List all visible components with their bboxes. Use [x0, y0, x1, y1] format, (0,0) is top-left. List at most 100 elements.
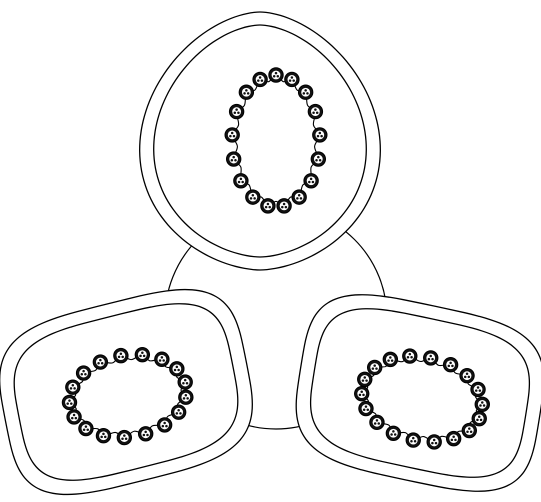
vascular-bundle: [226, 152, 240, 166]
xylem-vessel: [317, 135, 320, 138]
xylem-vessel: [186, 397, 189, 400]
vascular-bundle: [292, 190, 306, 204]
xylem-vessel: [466, 373, 469, 376]
vascular-bundle: [261, 199, 275, 213]
vascular-bundle: [475, 397, 489, 411]
xylem-vessel: [73, 414, 76, 417]
xylem-vessel: [433, 439, 436, 442]
xylem-vessel: [141, 351, 144, 354]
vascular-bundle: [424, 351, 438, 365]
xylem-vessel: [183, 397, 186, 400]
xylem-vessel: [186, 382, 189, 385]
vascular-bundle: [155, 352, 169, 366]
xylem-vessel: [123, 434, 126, 437]
xylem-vessel: [146, 434, 149, 437]
xylem-vessel: [394, 433, 397, 436]
xylem-vessel: [268, 206, 271, 209]
xylem-vessel: [391, 359, 394, 362]
vascular-bundle: [62, 395, 76, 409]
xylem-vessel: [468, 427, 471, 430]
xylem-vessel: [174, 369, 177, 372]
xylem-vessel: [82, 370, 85, 373]
xylem-vessel: [234, 159, 237, 162]
xylem-vessel: [479, 389, 482, 392]
xylem-vessel: [121, 356, 124, 359]
xylem-vessel: [233, 135, 236, 138]
vascular-bundle: [178, 375, 192, 389]
vascular-bundle: [311, 152, 325, 166]
vascular-bundle: [277, 199, 291, 213]
xylem-vessel: [139, 355, 142, 358]
xylem-vessel: [470, 430, 473, 433]
xylem-vessel: [102, 433, 105, 436]
xylem-vessel: [85, 425, 88, 428]
xylem-vessel: [273, 75, 276, 78]
xylem-vessel: [320, 135, 323, 138]
vascular-bundle: [114, 348, 128, 362]
xylem-vessel: [281, 206, 284, 209]
lobe-bottom-left: [0, 290, 252, 495]
xylem-vessel: [75, 417, 78, 420]
xylem-vessel: [375, 367, 378, 370]
vascular-bundle: [138, 427, 152, 441]
vascular-bundle: [225, 128, 239, 142]
xylem-vessel: [240, 178, 243, 181]
xylem-vessel: [376, 419, 379, 422]
xylem-vessel: [389, 356, 392, 359]
xylem-vessel: [480, 419, 483, 422]
vascular-bundle: [171, 405, 185, 419]
xylem-vessel: [365, 379, 368, 382]
vascular-bundle: [446, 431, 460, 445]
xylem-vessel: [378, 422, 381, 425]
xylem-vessel: [99, 359, 102, 362]
xylem-vessel: [409, 353, 412, 356]
xylem-vessel: [359, 394, 362, 397]
vascular-bundle: [304, 174, 318, 188]
xylem-vessel: [232, 156, 235, 159]
vascular-bundle: [67, 410, 81, 424]
vascular-bundle: [386, 426, 400, 440]
xylem-vessel: [483, 404, 486, 407]
vascular-bundle: [253, 72, 267, 86]
xylem-vessel: [360, 390, 363, 393]
xylem-vessel: [410, 440, 413, 443]
vascular-bundle: [246, 190, 260, 204]
xylem-vessel: [291, 76, 294, 79]
xylem-vessel: [363, 409, 366, 412]
xylem-vessel: [289, 79, 292, 82]
xylem-vessel: [253, 197, 256, 200]
xylem-vessel: [237, 112, 240, 115]
xylem-vessel: [390, 433, 393, 436]
xylem-vessel: [283, 203, 286, 206]
xylem-vessel: [229, 135, 232, 138]
xylem-vessel: [477, 386, 480, 389]
xylem-vessel: [449, 362, 452, 365]
xylem-vessel: [468, 376, 471, 379]
xylem-vessel: [315, 159, 318, 162]
xylem-vessel: [177, 409, 180, 412]
xylem-vessel: [373, 364, 376, 367]
xylem-vessel: [73, 387, 76, 390]
xylem-vessel: [83, 428, 86, 431]
xylem-vessel: [317, 156, 320, 159]
xylem-vessel: [435, 442, 438, 445]
xylem-vessel: [231, 159, 234, 162]
vascular-bundle: [443, 358, 457, 372]
vascular-bundle: [462, 423, 476, 437]
vascular-bundle: [313, 128, 327, 142]
xylem-vessel: [365, 405, 368, 408]
vascular-bundle: [460, 368, 474, 382]
xylem-vessel: [86, 428, 89, 431]
xylem-vessel: [392, 430, 395, 433]
xylem-vessel: [308, 181, 311, 184]
xylem-vessel: [451, 365, 454, 368]
xylem-vessel: [243, 92, 246, 95]
xylem-vessel: [257, 79, 260, 82]
vascular-bundle: [383, 352, 397, 366]
xylem-vessel: [165, 425, 168, 428]
vascular-bundle: [135, 347, 149, 361]
xylem-vessel: [144, 431, 147, 434]
xylem-vessel: [261, 79, 264, 82]
xylem-vessel: [452, 435, 455, 438]
